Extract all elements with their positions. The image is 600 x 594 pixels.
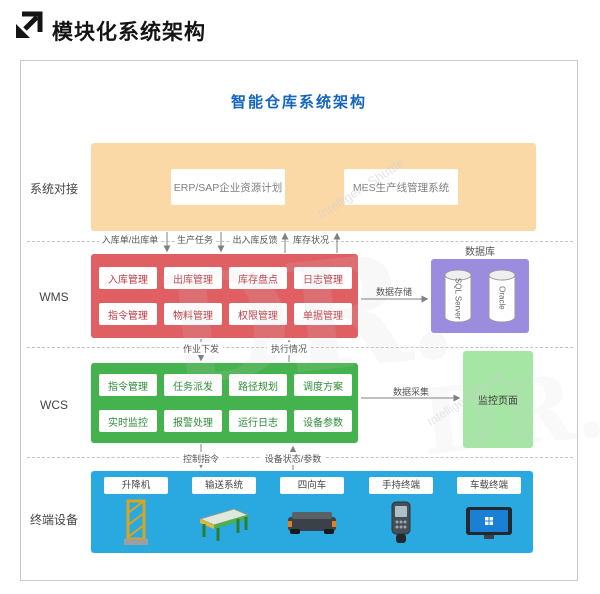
wms-module: 指令管理 [99,303,157,325]
wcs-module: 运行日志 [229,410,287,432]
cylinder-icon [488,269,516,323]
device-label: 升降机 [104,477,168,494]
wcs-module: 调度方案 [294,374,352,396]
device-column-lift: 升降机 [92,477,180,549]
layer-label-wcs: WCS [40,398,68,412]
header-logo-icon [16,11,43,38]
wcs-module: 指令管理 [99,374,157,396]
flow-label-job-dispatch: 作业下发 [179,342,223,355]
oracle-cylinder: Oracle [486,267,518,325]
flow-label-production-task: 生产任务 [175,233,215,246]
page-title: 模块化系统架构 [52,21,206,44]
wcs-module: 路径规划 [229,374,287,396]
flow-label-data-storage: 数据存储 [375,287,412,297]
diagram-frame: DR. Intelligent Shuttle DR. Intelligent … [20,60,600,581]
wcs-module: 实时监控 [99,410,157,432]
diagram-title: 智能仓库系统架构 [230,94,367,111]
flow-label-stock-status: 库存状况 [291,233,331,246]
wms-module: 日志管理 [294,267,352,289]
flow-label-io-feedback: 出入库反馈 [231,233,279,246]
wcs-module: 任务派发 [164,374,222,396]
wcs-module: 设备参数 [294,410,352,432]
wms-module: 入库管理 [99,267,157,289]
wms-module: 库存盘点 [229,267,287,289]
vehicle-terminal-image [445,497,533,549]
device-column-handheld: 手持终端 [357,477,445,549]
integration-layer: ERP/SAP企业资源计划 MES生产线管理系统 [91,143,536,231]
wms-module: 物料管理 [164,303,222,325]
monitor-label: 监控页面 [478,396,518,407]
wms-module: 权限管理 [229,303,287,325]
layer-label-devices: 终端设备 [29,513,78,527]
wms-layer: 入库管理 出库管理 库存盘点 日志管理 指令管理 物料管理 权限管理 单据管理 [91,254,358,338]
device-label: 车载终端 [457,477,521,494]
device-column-vehicle-terminal: 车载终端 [445,477,533,549]
wms-module: 出库管理 [164,267,222,289]
database-name: SQL Server [453,278,463,320]
flow-label-control-command: 控制指令 [179,452,223,465]
lift-image [92,497,180,549]
handheld-terminal-image [357,497,445,549]
flow-label-data-collection: 数据采集 [392,387,429,397]
device-column-conveyor: 输送系统 [180,477,268,549]
database-name: Oracle [497,286,507,310]
wms-module: 单据管理 [294,303,352,325]
device-label: 输送系统 [192,477,256,494]
flow-label-inbound-outbound-order: 入库单/出库单 [99,233,161,246]
wcs-layer: 指令管理 任务派发 路径规划 调度方案 实时监控 报警处理 运行日志 设备参数 [91,363,358,443]
shuttle-image [268,497,356,549]
erp-system-box: ERP/SAP企业资源计划 [171,169,285,205]
device-label: 手持终端 [369,477,433,494]
flow-label-device-status: 设备状态/参数 [261,452,325,465]
cylinder-icon [444,269,472,323]
conveyor-image [180,497,268,549]
wcs-module: 报警处理 [164,410,222,432]
sql-server-cylinder: SQL Server [442,267,474,325]
database-label: 数据库 [465,247,495,258]
layer-label-wms: WMS [39,290,69,304]
device-label: 四向车 [280,477,344,494]
mes-system-box: MES生产线管理系统 [344,169,458,205]
devices-layer: 升降机 输送系统 [91,471,533,553]
database-panel: SQL Server Oracle [431,259,529,333]
layer-label-integration: 系统对接 [29,182,78,196]
device-column-shuttle: 四向车 [268,477,356,549]
monitor-panel: 监控页面 [463,351,533,448]
flow-label-execution-status: 执行情况 [267,342,311,355]
